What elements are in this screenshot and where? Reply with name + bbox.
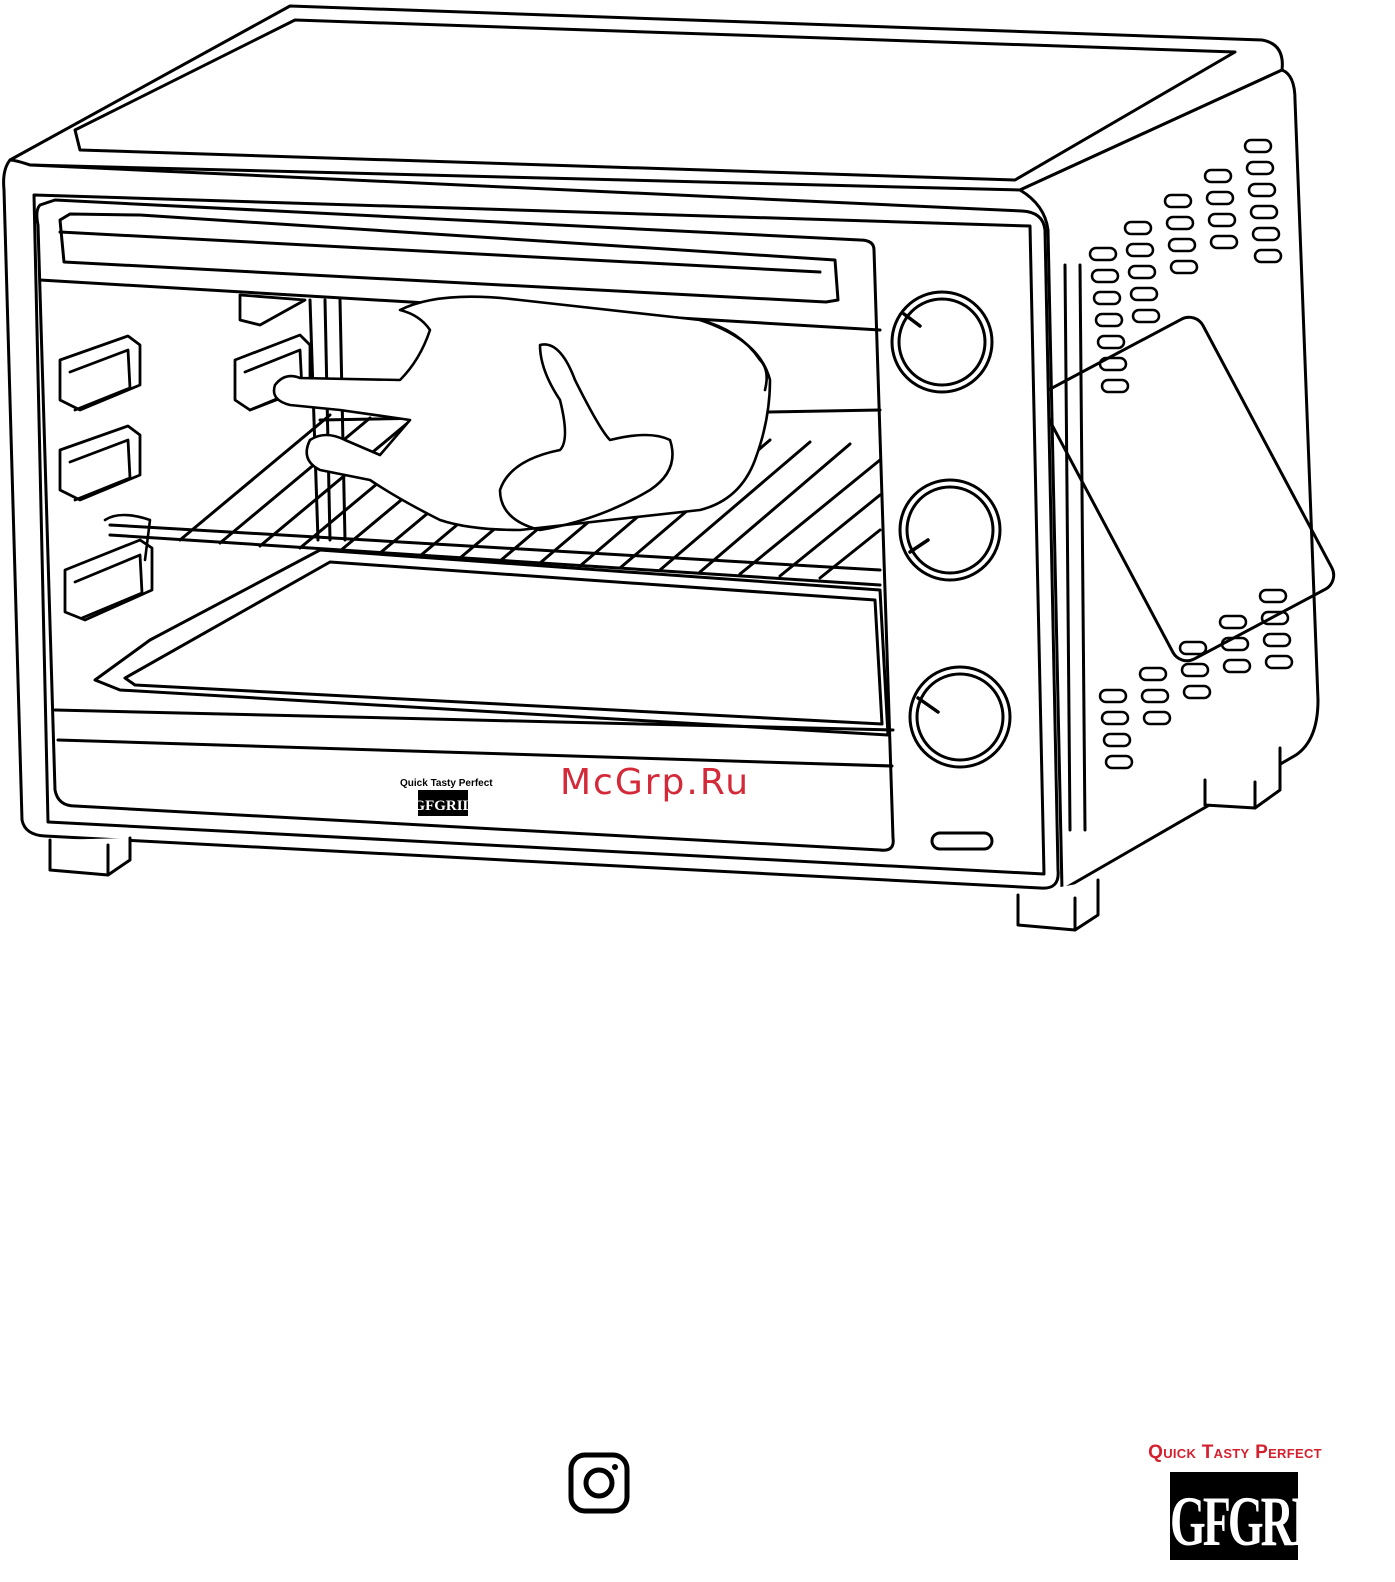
temperature-knob <box>910 667 1010 767</box>
brand-logo: Quick Tasty Perfect GFGRIL <box>1110 1442 1360 1560</box>
svg-text:Quick Tasty Perfect: Quick Tasty Perfect <box>400 778 493 789</box>
brand-name: GFGRIL <box>1170 1480 1298 1562</box>
brand-tagline: Quick Tasty Perfect <box>1110 1442 1360 1464</box>
oven-side <box>1020 70 1339 890</box>
function-knob <box>900 480 1000 580</box>
instagram-icon[interactable] <box>568 1452 630 1514</box>
timer-knob <box>892 292 992 392</box>
svg-text:GFGRIL: GFGRIL <box>413 798 472 814</box>
brand-wordmark-block: GFGRIL <box>1170 1472 1298 1560</box>
watermark-text: McGrp.Ru <box>560 762 750 803</box>
